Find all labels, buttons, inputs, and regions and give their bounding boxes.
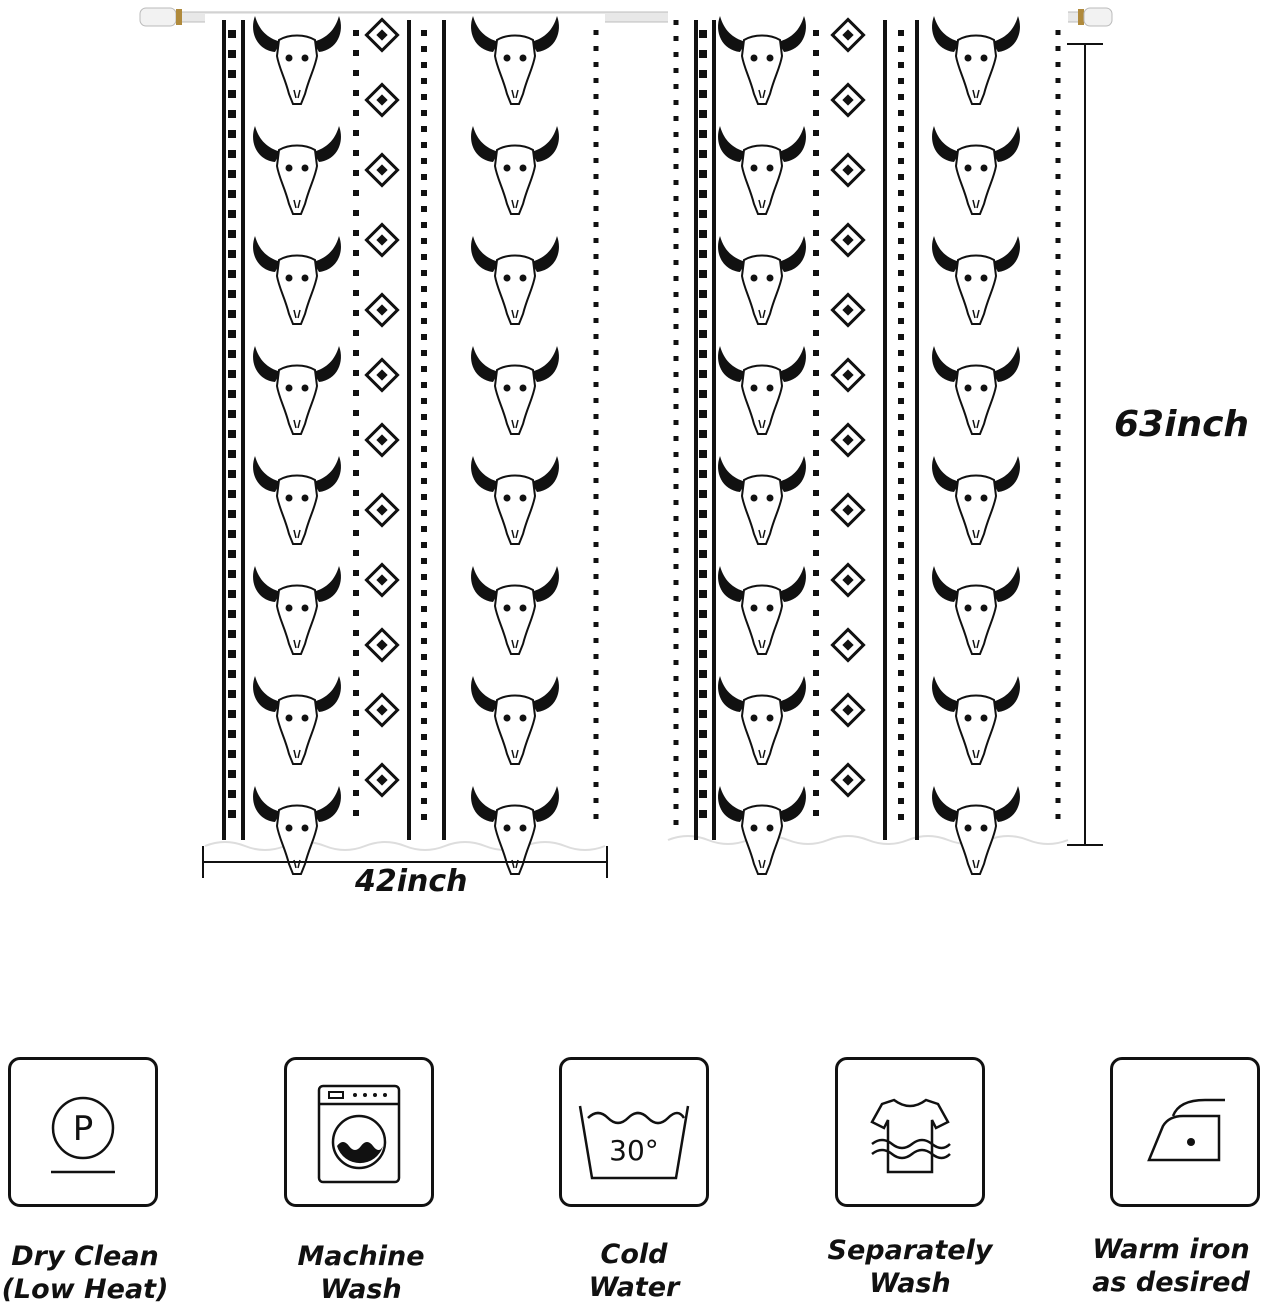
washing-machine-icon [284, 1057, 434, 1207]
cold-water-wash-icon: 30° [559, 1057, 709, 1207]
dry-clean-p-icon: P [8, 1057, 158, 1207]
care-label-line1: Cold [600, 1239, 668, 1270]
care-label-dry-clean: Dry Clean (Low Heat) [0, 1240, 185, 1306]
curtain-panel-left [204, 14, 606, 875]
care-label-line1: Warm iron [1092, 1234, 1250, 1265]
care-label-line2: Wash [320, 1274, 402, 1305]
height-label: 63inch [1114, 404, 1250, 445]
curtain-panel-right [667, 8, 1069, 875]
care-label-line2: Water [588, 1272, 680, 1303]
care-label-line1: Machine [297, 1241, 425, 1272]
separate-wash-shirt-icon [835, 1057, 985, 1207]
width-dimension-line [202, 846, 608, 878]
warm-iron-icon [1110, 1057, 1260, 1207]
width-label: 42inch [355, 864, 468, 899]
care-label-separately-wash: Separately Wash [810, 1234, 1010, 1300]
svg-text:P: P [73, 1109, 94, 1149]
care-label-line2: as desired [1092, 1267, 1250, 1298]
wash-temperature: 30° [609, 1134, 659, 1167]
care-label-line2: (Low Heat) [1, 1274, 169, 1305]
care-label-line2: Wash [869, 1268, 951, 1299]
care-label-cold-water: Cold Water [534, 1238, 734, 1304]
care-label-line1: Separately [827, 1235, 993, 1266]
height-dimension-line [1067, 43, 1103, 846]
care-label-warm-iron: Warm iron as desired [1071, 1233, 1271, 1299]
care-label-line1: Dry Clean [11, 1241, 159, 1272]
care-label-machine-wash: Machine Wash [261, 1240, 461, 1306]
